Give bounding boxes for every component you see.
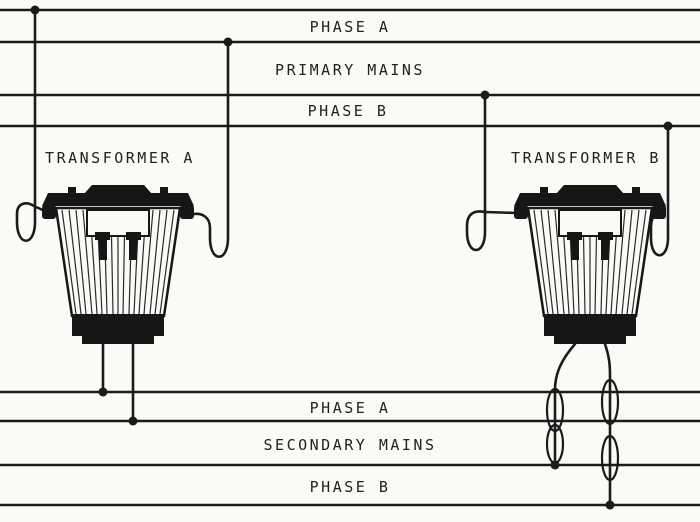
junction-dot [223,37,233,47]
transformer-b-secondary-lead-left [553,342,577,467]
transformer-b-primary-lead-left [465,93,519,252]
slack-loop [600,434,620,482]
junction-dot [30,5,40,15]
junction-dot [128,416,138,426]
label-secondary-phase-b: PHASE B [310,478,391,496]
label-secondary-mains: SECONDARY MAINS [264,436,437,454]
primary-mains-lines [0,8,700,128]
junction-dot [605,500,615,510]
transformer-b-secondary-lead-right [603,342,612,507]
junction-dot [480,90,490,100]
transformer-a-drawing [40,183,196,346]
label-primary-mains: PRIMARY MAINS [275,61,425,79]
junction-dot [550,460,560,470]
transformer-b-drawing [512,183,668,346]
transformer-b-primary-lead-right [649,124,670,257]
junction-dots [30,5,673,510]
label-secondary-phase-a: PHASE A [310,399,391,417]
junction-dot [98,387,108,397]
label-primary-phase-b: PHASE B [308,102,389,120]
junction-dot [663,121,673,131]
secondary-mains-lines [0,390,700,507]
label-primary-phase-a: PHASE A [310,18,391,36]
slack-loop [545,387,565,433]
label-transformer-b: TRANSFORMER B [511,149,661,167]
label-transformer-a: TRANSFORMER A [45,149,195,167]
transformer-a-primary-lead-right [186,40,230,258]
slack-loop [600,378,620,426]
transformer-a-primary-lead-left [15,8,49,242]
